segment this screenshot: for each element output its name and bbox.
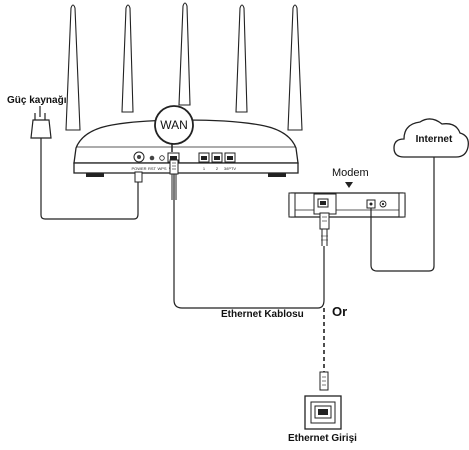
- cloud-icon: [393, 118, 469, 158]
- power-cable: [40, 150, 139, 220]
- internet-line: [370, 157, 435, 272]
- port-label-rst: RST: [148, 166, 157, 171]
- wan-label: WAN: [160, 118, 188, 132]
- wan-cable: [173, 162, 325, 309]
- modem-label: Modem: [332, 167, 369, 179]
- modem-icon: [288, 182, 406, 218]
- port-label-lan3: 3/IPTV: [224, 166, 237, 171]
- internet-label: Internet: [415, 134, 453, 145]
- or-label: Or: [332, 304, 348, 319]
- port-label-lan1: 1: [203, 166, 206, 171]
- rj45-plug-icon: [169, 159, 179, 200]
- power-adapter-icon: [30, 106, 52, 150]
- port-label-lan2: 2: [216, 166, 219, 171]
- wan-callout-bubble: [154, 105, 194, 152]
- port-label-wps: WPS: [157, 166, 166, 171]
- ethernet-cable-label: Ethernet Kablosu: [221, 309, 304, 320]
- power-supply-label: Güç kaynağı: [7, 95, 67, 106]
- ethernet-port-label: Ethernet Girişi: [288, 433, 357, 444]
- ethernet-wall-port-icon: [304, 395, 342, 430]
- port-label-power: POWER: [131, 166, 146, 171]
- router-icon: [65, 2, 303, 177]
